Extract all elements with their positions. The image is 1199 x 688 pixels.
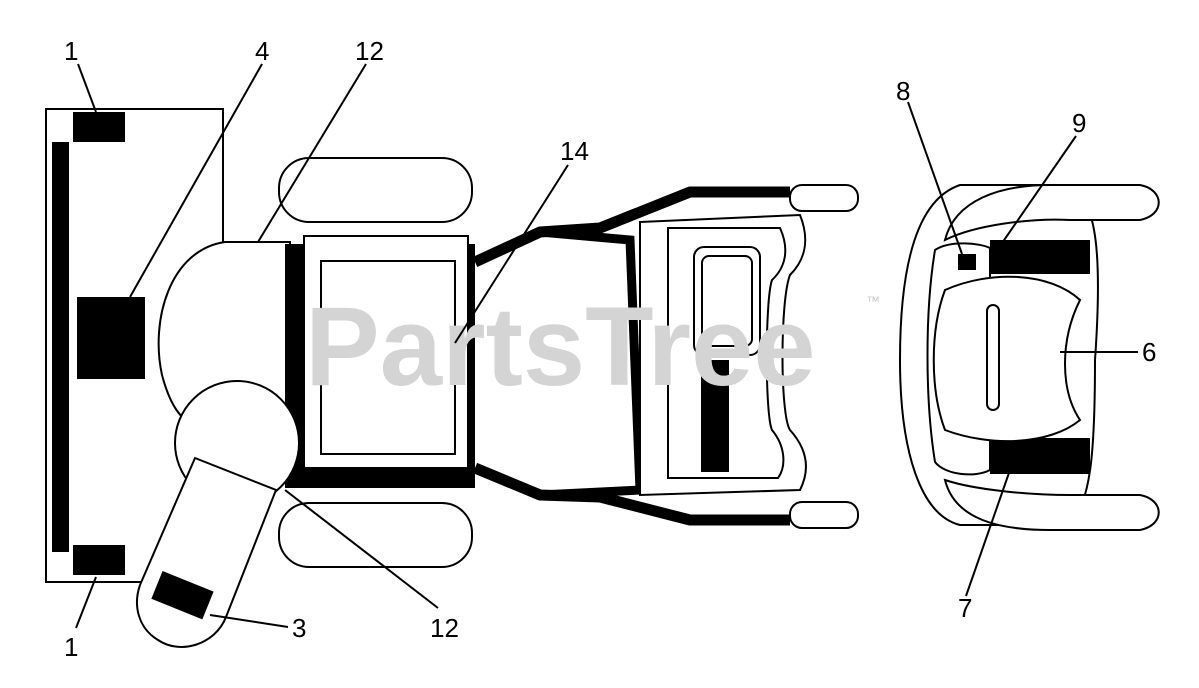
dashboard-decal-bar bbox=[701, 360, 729, 472]
console-lid bbox=[932, 275, 1082, 443]
watermark-text: PartsTree bbox=[305, 284, 816, 409]
callout-9: 9 bbox=[1072, 108, 1086, 138]
console-slot bbox=[986, 304, 1000, 411]
decal-9 bbox=[990, 240, 1090, 274]
callout-14: 14 bbox=[560, 136, 589, 166]
auger-housing-stripe bbox=[52, 142, 69, 552]
panel-inner bbox=[320, 260, 456, 455]
decal-1-bottom bbox=[73, 545, 125, 575]
wheel-top bbox=[278, 157, 473, 223]
callout-labels: 1 4 12 14 8 9 6 7 3 12 1 bbox=[64, 36, 1156, 662]
callout-6: 6 bbox=[1142, 337, 1156, 367]
callout-4: 4 bbox=[255, 36, 269, 66]
handle-cross-frame bbox=[539, 227, 645, 500]
grip-bottom bbox=[789, 501, 859, 529]
grip-top bbox=[789, 184, 859, 212]
callout-8: 8 bbox=[896, 76, 910, 106]
callout-3: 3 bbox=[292, 613, 306, 643]
decal-1-top bbox=[73, 112, 125, 142]
decal-3 bbox=[151, 570, 214, 620]
callout-12-bottom: 12 bbox=[430, 613, 459, 643]
decal-7 bbox=[990, 438, 1090, 474]
watermark-trademark: ™ bbox=[866, 293, 880, 309]
operator-view bbox=[898, 184, 1160, 531]
wheel-bottom bbox=[278, 502, 473, 568]
dashboard-window-inner bbox=[701, 255, 753, 347]
handle-loop-top bbox=[943, 184, 1160, 242]
callout-1-bottom: 1 bbox=[64, 632, 78, 662]
decal-4 bbox=[77, 297, 145, 379]
decal-8 bbox=[958, 254, 976, 270]
callout-12-top: 12 bbox=[355, 36, 384, 66]
snow-thrower-top-view bbox=[45, 108, 859, 648]
leader-lines bbox=[75, 63, 1138, 629]
callout-1-top: 1 bbox=[64, 36, 78, 66]
callout-7: 7 bbox=[958, 593, 972, 623]
